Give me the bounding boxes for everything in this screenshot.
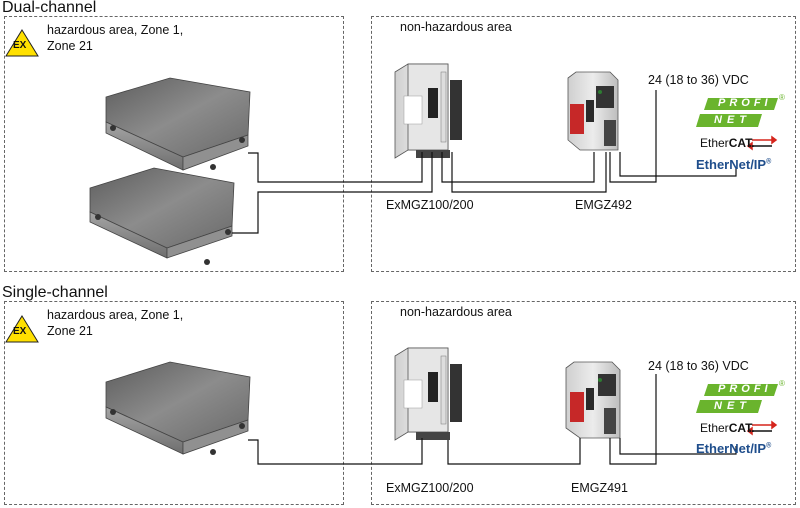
ethernetip-logo: EtherNet/IP® xyxy=(696,157,771,172)
dual-power-label: 24 (18 to 36) VDC xyxy=(648,73,749,87)
ethernetip-c: /IP xyxy=(750,441,767,456)
ethercat-prefix: Ether xyxy=(700,421,729,435)
dual-ctrl-label: EMGZ492 xyxy=(575,198,632,212)
single-hazard-label-zone: Zone 21 xyxy=(47,324,93,338)
emgz491-controller xyxy=(565,361,621,439)
ethernetip-registered-mark: ® xyxy=(766,158,772,166)
ethercat-arrows-icon xyxy=(746,135,778,151)
dual-safe-zone xyxy=(371,16,796,272)
ex-badge-label: EX xyxy=(13,40,27,51)
profinet-bottom-text: NET xyxy=(714,114,751,126)
profinet-bottom-text: NET xyxy=(714,400,751,412)
ethernetip-registered-mark: ® xyxy=(766,442,772,450)
ex-warning-icon xyxy=(5,315,39,343)
ethernetip-c: /IP xyxy=(750,157,767,172)
dual-hazard-label: hazardous area, Zone 1, xyxy=(47,23,184,37)
load-plate-2 xyxy=(89,167,235,265)
ethernetip-a: Ether xyxy=(696,157,730,172)
dual-wiring xyxy=(232,90,737,234)
ethercat-suffix: CAT. xyxy=(728,136,755,150)
ethercat-prefix: Ether xyxy=(700,136,729,150)
ethernetip-b: Net xyxy=(729,157,751,172)
exmgz-amplifier-single xyxy=(394,347,462,441)
single-safe-label: non-hazardous area xyxy=(400,305,512,319)
ex-badge-label: EX xyxy=(13,326,27,337)
ex-warning-icon xyxy=(5,29,39,57)
ethercat-arrows-icon xyxy=(746,420,778,436)
profinet-top-text: PROFI xyxy=(718,383,772,395)
single-power-label: 24 (18 to 36) VDC xyxy=(648,359,749,373)
profinet-logo xyxy=(696,98,778,127)
exmgz-amplifier-dual xyxy=(394,63,462,159)
load-plate-single xyxy=(105,361,251,455)
single-section-title: Single-channel xyxy=(2,284,108,301)
ethercat-logo: EtherCAT. xyxy=(700,136,754,150)
single-amp-label: ExMGZ100/200 xyxy=(386,481,474,495)
dual-safe-label: non-hazardous area xyxy=(400,20,512,34)
dual-hazard-label-zone: Zone 21 xyxy=(47,39,93,53)
dual-section-title: Dual-channel xyxy=(2,0,97,16)
profinet-top-text: PROFI xyxy=(718,97,772,109)
ethernetip-logo: EtherNet/IP® xyxy=(696,441,771,456)
profinet-logo xyxy=(696,384,778,413)
profinet-registered-mark: ® xyxy=(779,379,785,388)
load-plate-1 xyxy=(105,77,251,171)
ethernetip-a: Ether xyxy=(696,441,730,456)
dual-amp-label: ExMGZ100/200 xyxy=(386,198,474,212)
single-wiring xyxy=(248,374,737,465)
single-safe-zone xyxy=(371,301,796,505)
single-hazard-label: hazardous area, Zone 1, xyxy=(47,308,184,322)
emgz492-controller xyxy=(567,71,619,151)
ethercat-suffix: CAT. xyxy=(728,421,755,435)
ethernetip-b: Net xyxy=(729,441,751,456)
profinet-registered-mark: ® xyxy=(779,93,785,102)
single-hazard-zone xyxy=(4,301,344,505)
ethercat-logo: EtherCAT. xyxy=(700,421,754,435)
dual-hazard-zone xyxy=(4,16,344,272)
single-ctrl-label: EMGZ491 xyxy=(571,481,628,495)
